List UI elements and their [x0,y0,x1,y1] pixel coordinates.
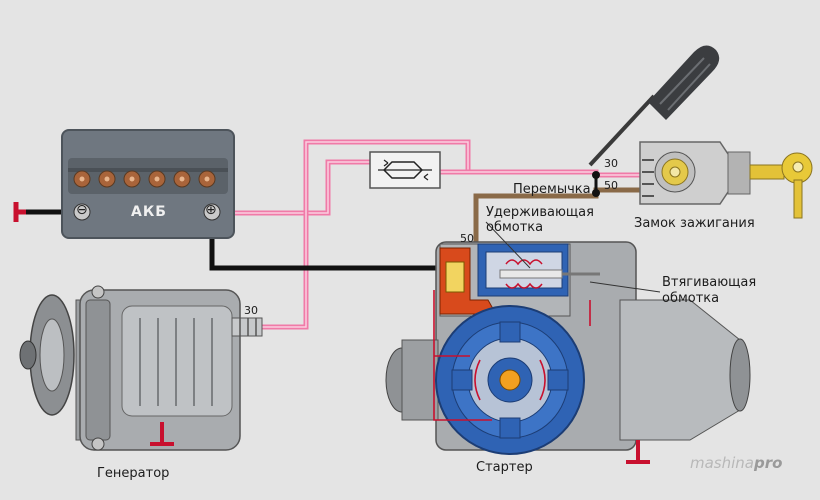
jumper-label: Перемычка [513,182,591,197]
black-wire-power [209,222,440,271]
starter-label: Стартер [476,460,533,475]
battery-plus-terminal [203,203,221,221]
relay-icon [369,151,441,189]
battery-minus-terminal [73,203,91,221]
battery-minus-label: ⊖ [76,202,88,218]
lock-terminal-30: 30 [604,157,618,170]
lock-terminal-50: 50 [604,179,618,192]
battery-plus-label: ⊕ [205,202,217,218]
battery-icon [61,129,235,239]
pull-winding-label-2: обмотка [662,291,720,306]
starter-terminal-50: 50 [460,232,474,245]
ignition-lock-label: Замок зажигания [634,216,755,231]
generator-ground [150,422,174,446]
screwdriver-icon [588,45,720,167]
generator-terminal-30: 30 [244,304,258,317]
generator-label: Генератор [97,466,170,481]
hold-winding-label-2: обмотка [486,220,544,235]
pull-winding-label-1: Втягивающая [662,275,757,290]
hold-winding-label-1: Удерживающая [486,205,594,220]
starter-ground [626,440,650,464]
key-icon [749,152,813,219]
battery-ground [13,202,26,222]
ignition-lock-icon [639,141,813,219]
watermark-logo: mashinapro [690,454,783,472]
pink-wire-battery [222,159,370,216]
battery-label: АКБ [131,204,167,220]
starter-icon [385,221,751,464]
generator-icon [19,285,263,451]
